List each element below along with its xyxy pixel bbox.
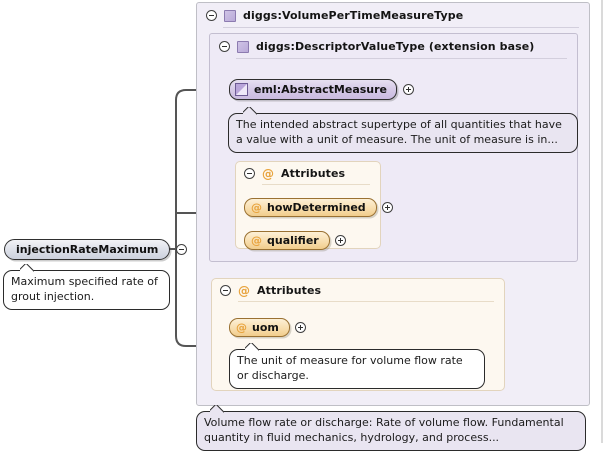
header-divider <box>238 301 494 302</box>
type-container-label: diggs:VolumePerTimeMeasureType <box>243 9 464 22</box>
at-sign-icon: @ <box>236 321 247 334</box>
at-sign-icon: @ <box>251 234 262 247</box>
element-injection-rate-maximum[interactable]: injectionRateMaximum <box>4 239 171 260</box>
documentation-text: Volume flow rate or discharge: Rate of v… <box>204 416 564 444</box>
at-sign-icon: @ <box>238 283 250 298</box>
attributes-header-1[interactable]: @ Attributes <box>236 162 380 184</box>
minus-circle-icon[interactable] <box>176 244 188 255</box>
at-sign-icon: @ <box>262 166 274 181</box>
plus-circle-icon[interactable] <box>294 322 306 333</box>
complex-type-icon <box>224 9 236 22</box>
attribute-label: qualifier <box>267 234 319 247</box>
documentation-text: The intended abstract supertype of all q… <box>236 118 562 146</box>
callout-pointer <box>210 405 224 413</box>
uom-attribute-documentation: The unit of measure for volume flow rate… <box>229 349 485 390</box>
callout-pointer <box>245 343 259 351</box>
abstract-element-row: eml:AbstractMeasure <box>229 79 415 100</box>
at-sign-icon: @ <box>251 201 262 214</box>
attribute-qualifier[interactable]: @ qualifier <box>244 231 330 250</box>
minus-circle-icon[interactable] <box>220 285 231 296</box>
element-label: eml:AbstractMeasure <box>254 83 388 96</box>
attributes-label: Attributes <box>281 167 346 180</box>
attribute-row-qualifier: @ qualifier <box>244 231 346 250</box>
element-label: injectionRateMaximum <box>16 243 159 256</box>
plus-circle-icon[interactable] <box>334 235 346 246</box>
abstract-element-documentation: The intended abstract supertype of all q… <box>228 113 578 154</box>
documentation-text: Maximum specified rate of grout injectio… <box>11 275 158 303</box>
abstract-element-icon <box>235 83 248 96</box>
minus-circle-icon[interactable] <box>219 41 230 52</box>
type-container-header[interactable]: diggs:VolumePerTimeMeasureType <box>197 3 589 27</box>
type-container-documentation: Volume flow rate or discharge: Rate of v… <box>196 411 586 451</box>
complex-type-icon <box>237 40 249 53</box>
header-divider <box>262 184 370 185</box>
callout-pointer <box>243 107 257 115</box>
plus-circle-icon[interactable] <box>381 202 393 213</box>
root-element-documentation: Maximum specified rate of grout injectio… <box>3 270 170 311</box>
documentation-text: The unit of measure for volume flow rate… <box>237 354 463 382</box>
root-element-row: injectionRateMaximum <box>4 239 188 260</box>
attribute-how-determined[interactable]: @ howDetermined <box>244 198 377 217</box>
attribute-label: howDetermined <box>267 201 366 214</box>
plus-circle-icon[interactable] <box>403 84 415 95</box>
callout-pointer <box>20 264 34 272</box>
attribute-row-uom: @ uom <box>229 318 306 337</box>
minus-circle-icon[interactable] <box>244 168 255 179</box>
attribute-row-how-determined: @ howDetermined <box>244 198 393 217</box>
header-divider <box>223 27 579 28</box>
extension-base-label: diggs:DescriptorValueType (extension bas… <box>256 40 535 53</box>
attributes-header-2[interactable]: @ Attributes <box>212 279 504 301</box>
extension-base-header[interactable]: diggs:DescriptorValueType (extension bas… <box>210 34 577 58</box>
element-eml-abstract-measure[interactable]: eml:AbstractMeasure <box>229 79 398 100</box>
header-divider <box>236 58 567 59</box>
attributes-label: Attributes <box>257 284 322 297</box>
attribute-uom[interactable]: @ uom <box>229 318 290 337</box>
attribute-label: uom <box>252 321 279 334</box>
minus-circle-icon[interactable] <box>206 10 217 21</box>
